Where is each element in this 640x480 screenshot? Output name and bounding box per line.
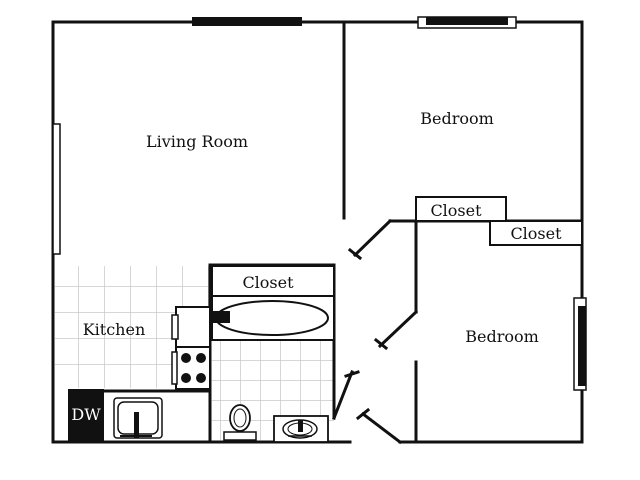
bathtub-faucet-icon: [212, 311, 230, 323]
doors: [332, 218, 419, 445]
label-bedroom-bottom: Bedroom: [465, 327, 539, 346]
dishwasher: [68, 389, 104, 442]
label-closet-right: Closet: [510, 224, 562, 243]
refrigerator: [175, 306, 211, 348]
bath-sink-icon: [273, 415, 329, 443]
label-closet-top: Closet: [430, 201, 482, 220]
window-bedroom-right: [578, 306, 586, 386]
toilet-icon: [223, 404, 257, 441]
kitchen-sink-icon: [113, 397, 163, 439]
window-living-top: [192, 17, 302, 26]
closet-right: [489, 220, 583, 246]
window-living-left: [52, 123, 61, 255]
stove-icon: [171, 346, 211, 390]
closet-top: [415, 196, 507, 222]
label-dishwasher: DW: [71, 405, 101, 424]
label-closet-bath: Closet: [242, 273, 294, 292]
closet-bath: [211, 265, 335, 297]
bathtub-basin: [215, 300, 329, 336]
label-bedroom-top: Bedroom: [420, 109, 494, 128]
label-kitchen: Kitchen: [83, 320, 146, 339]
label-living-room: Living Room: [146, 132, 248, 151]
window-bedroom-top: [426, 17, 508, 25]
refrigerator-handle: [171, 314, 179, 340]
